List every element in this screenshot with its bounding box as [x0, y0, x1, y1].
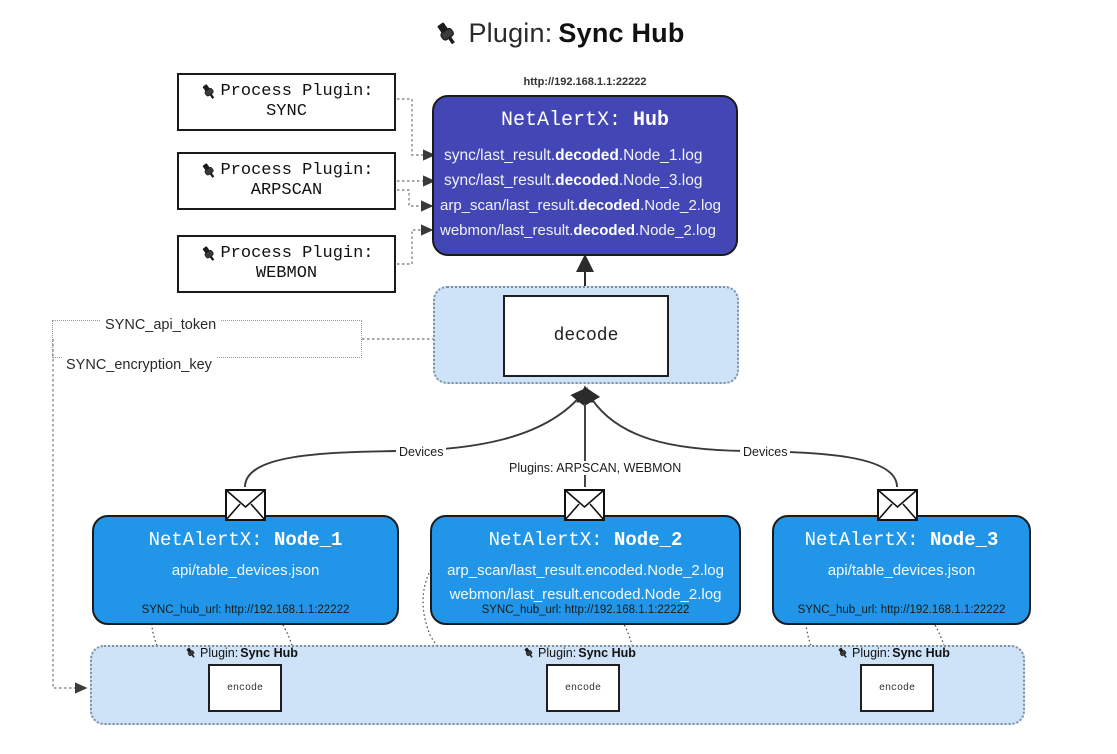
hub-file-row: webmon/last_result.decoded.Node_2.log — [434, 218, 736, 243]
process-plugin-sync-label: Process Plugin: — [220, 81, 374, 101]
node-1-title-prefix: NetAlertX: — [148, 529, 263, 551]
node-2-plugin-prefix: Plugin: — [538, 646, 577, 660]
process-plugin-sync-row1: Process Plugin: — [199, 81, 374, 102]
node-3-plugin-label: Plugin: Sync Hub — [836, 646, 950, 660]
hub-file-pre: arp_scan/last_result. — [440, 197, 579, 214]
process-plugin-webmon-name: WEBMON — [255, 264, 318, 283]
hub-file-pre: sync/last_result. — [444, 172, 556, 189]
page-title-name: Sync Hub — [558, 18, 685, 48]
node-2-file-row: arp_scan/last_result.encoded.Node_2.log — [447, 562, 724, 579]
hub-file-post: .Node_2.log — [640, 197, 721, 214]
node-2[interactable]: NetAlertX: Node_2 arp_scan/last_result.e… — [430, 515, 741, 625]
process-plugin-sync-name: SYNC — [266, 102, 307, 121]
node-1-file-list: api/table_devices.json — [94, 559, 397, 583]
node-3-plugin-name: Sync Hub — [892, 646, 950, 660]
node-3-title-name: Node_3 — [930, 529, 999, 551]
process-plugin-webmon-row1: Process Plugin: — [199, 243, 374, 264]
node-2-plugin-name: Sync Hub — [578, 646, 636, 660]
process-plugin-arpscan[interactable]: Process Plugin: ARPSCAN — [177, 152, 396, 210]
hub-file-list: sync/last_result.decoded.Node_1.log sync… — [434, 143, 736, 243]
secret-encryption-key-label: SYNC_encryption_key — [62, 357, 216, 373]
node-2-file-list: arp_scan/last_result.encoded.Node_2.log … — [432, 559, 739, 607]
process-plugin-webmon-label: Process Plugin: — [220, 243, 374, 263]
node-1[interactable]: NetAlertX: Node_1 api/table_devices.json… — [92, 515, 399, 625]
node-2-file-row: webmon/last_result.encoded.Node_2.log — [449, 586, 722, 603]
hub-node[interactable]: NetAlertX: Hub sync/last_result.decoded.… — [432, 95, 738, 256]
plug-icon — [184, 646, 198, 660]
process-plugin-webmon[interactable]: Process Plugin: WEBMON — [177, 235, 396, 293]
plug-icon — [836, 646, 850, 660]
node-3-encode-box[interactable]: encode — [860, 664, 934, 712]
node-2-plugin-label: Plugin: Sync Hub — [522, 646, 636, 660]
plug-icon — [522, 646, 536, 660]
hub-title: NetAlertX: Hub — [434, 109, 736, 132]
hub-title-name: Hub — [633, 109, 670, 132]
hub-url-label: http://192.168.1.1:22222 — [523, 76, 647, 88]
node-3-hub-url: SYNC_hub_url: http://192.168.1.1:22222 — [797, 604, 1006, 616]
process-plugin-arpscan-name: ARPSCAN — [250, 181, 323, 200]
node-2-hub-url: SYNC_hub_url: http://192.168.1.1:22222 — [481, 604, 690, 616]
node-1-encode-box[interactable]: encode — [208, 664, 282, 712]
plug-icon — [199, 82, 219, 102]
hub-file-post: .Node_2.log — [635, 222, 716, 239]
hub-file-row: sync/last_result.decoded.Node_3.log — [434, 168, 736, 193]
process-plugin-arpscan-label: Process Plugin: — [220, 160, 374, 180]
hub-file-mid: decoded — [578, 197, 641, 214]
page-title: Plugin: Sync Hub — [0, 18, 1117, 49]
secret-api-token-label: SYNC_api_token — [101, 317, 221, 333]
envelope-icon — [564, 489, 605, 521]
node-2-title-name: Node_2 — [614, 529, 683, 551]
hub-file-row: arp_scan/last_result.decoded.Node_2.log — [434, 193, 736, 218]
node-1-hub-url: SYNC_hub_url: http://192.168.1.1:22222 — [141, 604, 350, 616]
node-2-title: NetAlertX: Node_2 — [432, 529, 739, 551]
hub-file-pre: sync/last_result. — [444, 147, 556, 164]
envelope-icon — [877, 489, 918, 521]
node-2-title-prefix: NetAlertX: — [488, 529, 603, 551]
process-plugin-sync[interactable]: Process Plugin: SYNC — [177, 73, 396, 131]
hub-file-row: sync/last_result.decoded.Node_1.log — [434, 143, 736, 168]
node-1-title-name: Node_1 — [274, 529, 343, 551]
hub-file-mid: decoded — [555, 172, 619, 189]
hub-file-post: .Node_1.log — [618, 147, 703, 164]
page-title-prefix: Plugin: — [468, 18, 553, 48]
node-3-file-row: api/table_devices.json — [827, 562, 976, 579]
edge-label-plugins: Plugins: ARPSCAN, WEBMON — [506, 461, 685, 475]
hub-file-pre: webmon/last_result. — [440, 222, 574, 239]
plug-icon — [199, 161, 219, 181]
node-3-plugin-prefix: Plugin: — [852, 646, 891, 660]
hub-file-post: .Node_3.log — [618, 172, 703, 189]
decode-box[interactable]: decode — [503, 295, 669, 377]
process-plugin-arpscan-row1: Process Plugin: — [199, 160, 374, 181]
node-1-plugin-name: Sync Hub — [240, 646, 298, 660]
hub-file-mid: decoded — [573, 222, 636, 239]
node-2-encode-box[interactable]: encode — [546, 664, 620, 712]
envelope-icon — [225, 489, 266, 521]
hub-file-mid: decoded — [555, 147, 619, 164]
plug-icon — [432, 19, 462, 49]
node-1-plugin-label: Plugin: Sync Hub — [184, 646, 298, 660]
edge-label-devices-left: Devices — [396, 445, 447, 459]
node-1-plugin-prefix: Plugin: — [200, 646, 239, 660]
plug-icon — [199, 244, 219, 264]
node-1-title: NetAlertX: Node_1 — [94, 529, 397, 551]
node-1-file-row: api/table_devices.json — [171, 562, 320, 579]
hub-title-prefix: NetAlertX: — [500, 109, 621, 132]
node-3-title-prefix: NetAlertX: — [804, 529, 919, 551]
node-3-title: NetAlertX: Node_3 — [774, 529, 1029, 551]
edge-label-devices-right: Devices — [740, 445, 791, 459]
node-3[interactable]: NetAlertX: Node_3 api/table_devices.json… — [772, 515, 1031, 625]
node-3-file-list: api/table_devices.json — [774, 559, 1029, 583]
